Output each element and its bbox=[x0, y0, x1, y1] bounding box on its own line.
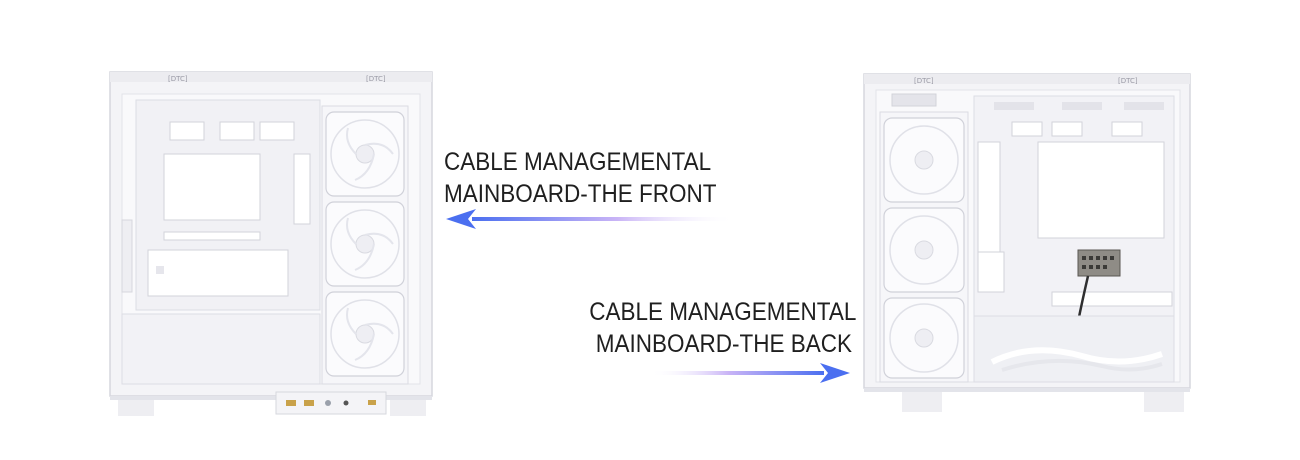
caption-front: CABLE MANAGEMENTAL MAINBOARD-THE FRONT bbox=[444, 146, 717, 210]
svg-text:[DTC]: [DTC] bbox=[914, 77, 934, 85]
front-case-image: [DTC] [DTC] bbox=[108, 70, 434, 418]
caption-back: CABLE MANAGEMENTAL MAINBOARD-THE BACK bbox=[589, 296, 857, 360]
arrow-left-icon bbox=[446, 206, 736, 232]
svg-text:[DTC]: [DTC] bbox=[1118, 77, 1138, 85]
svg-text:[DTC]: [DTC] bbox=[168, 75, 188, 83]
arrow-right-icon bbox=[650, 360, 850, 386]
back-case-image: [DTC] [DTC] bbox=[862, 72, 1192, 418]
caption-back-line2: MAINBOARD-THE BACK bbox=[595, 330, 852, 358]
caption-front-line1: CABLE MANAGEMENTAL bbox=[444, 148, 712, 176]
caption-front-line2: MAINBOARD-THE FRONT bbox=[444, 180, 717, 208]
caption-back-line1: CABLE MANAGEMENTAL bbox=[589, 298, 857, 326]
svg-text:[DTC]: [DTC] bbox=[366, 75, 386, 83]
